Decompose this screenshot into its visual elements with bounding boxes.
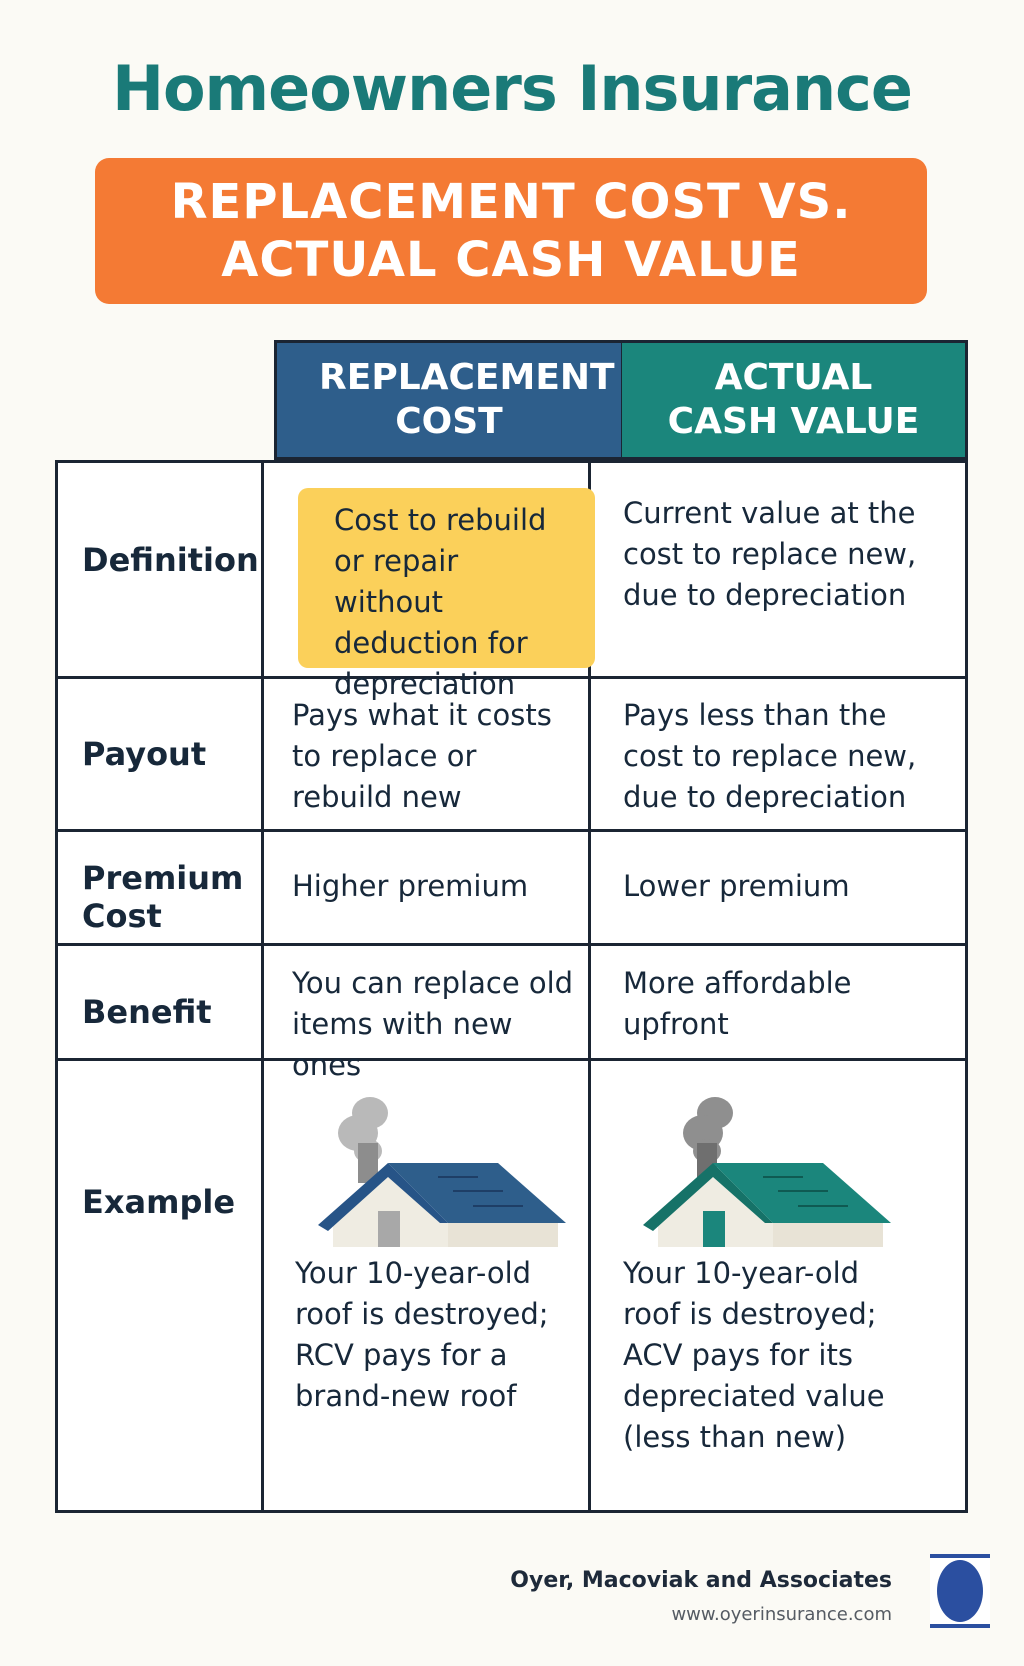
premium-replacement-text: Higher premium bbox=[292, 869, 529, 903]
subtitle-banner-text: REPLACEMENT COST VS. ACTUAL CASH VALUE bbox=[170, 174, 852, 288]
table-divider bbox=[58, 676, 965, 679]
benefit-actual-text: More affordable upfront bbox=[623, 966, 852, 1041]
comparison-table: Definition Cost to rebuild or repair wit… bbox=[55, 460, 968, 1513]
example-replacement-text: Your 10-year-old roof is destroyed; RCV … bbox=[295, 1256, 549, 1413]
company-logo-icon bbox=[930, 1554, 990, 1628]
table-divider bbox=[588, 463, 591, 1510]
column-header-replacement-cost-label: REPLACEMENT COST bbox=[319, 357, 615, 442]
column-header-actual-cash-value: ACTUAL CASH VALUE bbox=[621, 340, 968, 460]
house-teal-roof-icon bbox=[643, 1097, 891, 1247]
table-divider bbox=[58, 1058, 965, 1061]
row-label-premium-cost: Premium Cost bbox=[82, 859, 244, 935]
row-label-benefit: Benefit bbox=[82, 993, 212, 1031]
house-blue-roof-icon bbox=[318, 1097, 566, 1247]
premium-actual-text: Lower premium bbox=[623, 869, 850, 903]
row-label-definition: Definition bbox=[82, 541, 259, 579]
row-label-example: Example bbox=[82, 1183, 236, 1221]
row-label-payout: Payout bbox=[82, 735, 207, 773]
column-header-actual-cash-value-label: ACTUAL CASH VALUE bbox=[667, 357, 920, 442]
footer-company-name: Oyer, Macoviak and Associates bbox=[510, 1568, 892, 1593]
footer-website-link[interactable]: www.oyerinsurance.com bbox=[671, 1604, 892, 1625]
subtitle-banner: REPLACEMENT COST VS. ACTUAL CASH VALUE bbox=[95, 158, 927, 304]
example-actual-text: Your 10-year-old roof is destroyed; ACV … bbox=[623, 1256, 885, 1454]
table-divider bbox=[261, 463, 264, 1510]
table-divider bbox=[58, 943, 965, 946]
table-divider bbox=[58, 829, 965, 832]
page-title: Homeowners Insurance bbox=[112, 52, 913, 125]
definition-actual-text: Current value at the cost to replace new… bbox=[623, 496, 917, 612]
definition-replacement-text: Cost to rebuild or repair without deduct… bbox=[334, 503, 547, 701]
definition-replacement-highlight: Cost to rebuild or repair without deduct… bbox=[298, 488, 595, 701]
payout-actual-text: Pays less than the cost to replace new, … bbox=[623, 698, 917, 814]
column-header-replacement-cost: REPLACEMENT COST bbox=[274, 340, 622, 460]
payout-replacement-text: Pays what it costs to replace or rebuild… bbox=[292, 698, 552, 814]
benefit-replacement-text: You can replace old items with new ones bbox=[292, 966, 574, 1082]
